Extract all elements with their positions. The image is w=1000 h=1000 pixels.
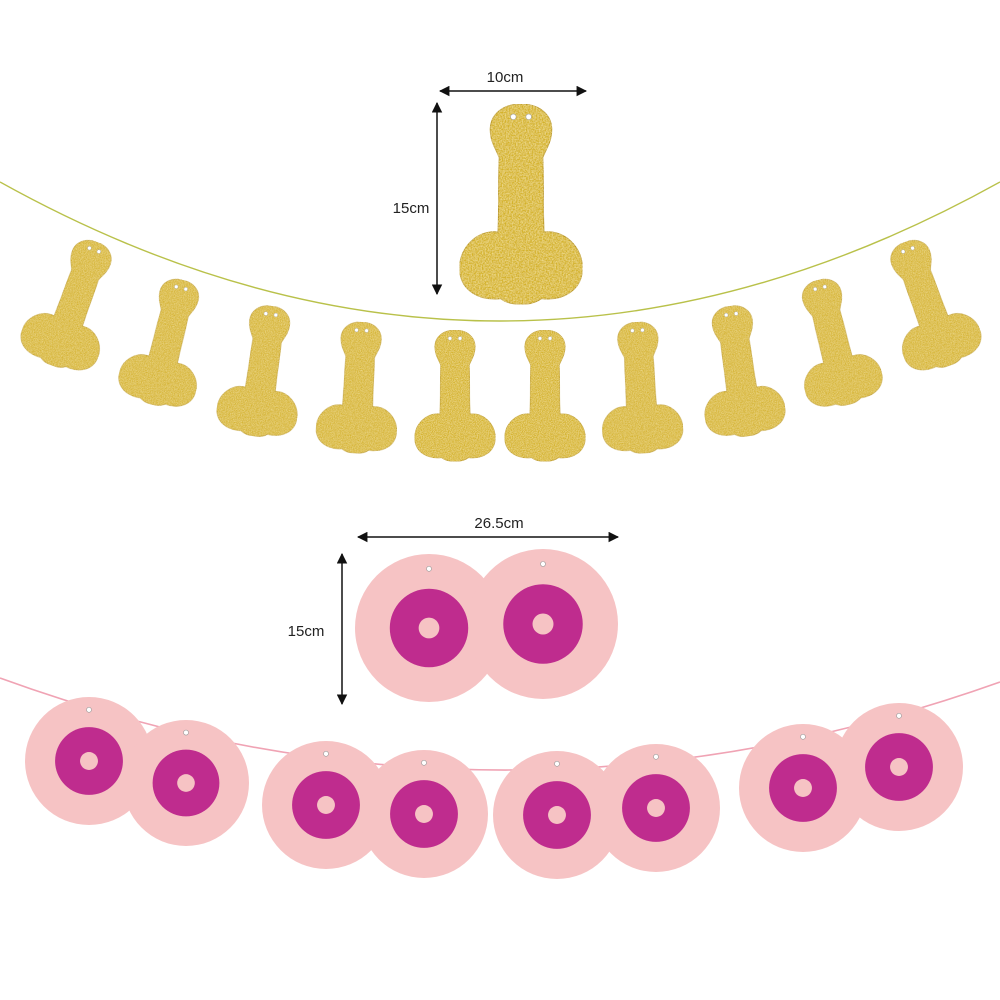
gold-garland-piece	[504, 329, 586, 462]
pink-width-label: 26.5cm	[474, 515, 523, 532]
gold-garland-piece	[20, 240, 112, 371]
pink-garland-piece	[262, 741, 488, 878]
gold-sample-piece	[459, 103, 583, 305]
gold-garland-piece	[216, 305, 298, 437]
pink-garland	[25, 697, 963, 879]
pink-sample-piece	[355, 549, 618, 702]
gold-garland-piece	[802, 278, 883, 407]
gold-garland-piece	[414, 329, 496, 462]
gold-sample-shape	[459, 103, 583, 305]
gold-garland	[20, 240, 982, 462]
pink-sample-shape	[355, 549, 618, 702]
pink-height-label: 15cm	[288, 623, 325, 640]
gold-garland-piece	[315, 321, 397, 454]
gold-height-label: 15cm	[393, 200, 430, 217]
gold-garland-piece	[704, 305, 786, 437]
gold-garland-string	[0, 181, 1000, 322]
pink-garland-piece	[493, 744, 720, 879]
pink-garland-piece	[25, 697, 249, 846]
gold-garland-piece	[118, 278, 199, 407]
gold-garland-piece	[890, 240, 982, 371]
gold-width-label: 10cm	[487, 69, 524, 86]
pink-garland-piece	[739, 703, 963, 852]
gold-garland-piece	[602, 321, 684, 454]
